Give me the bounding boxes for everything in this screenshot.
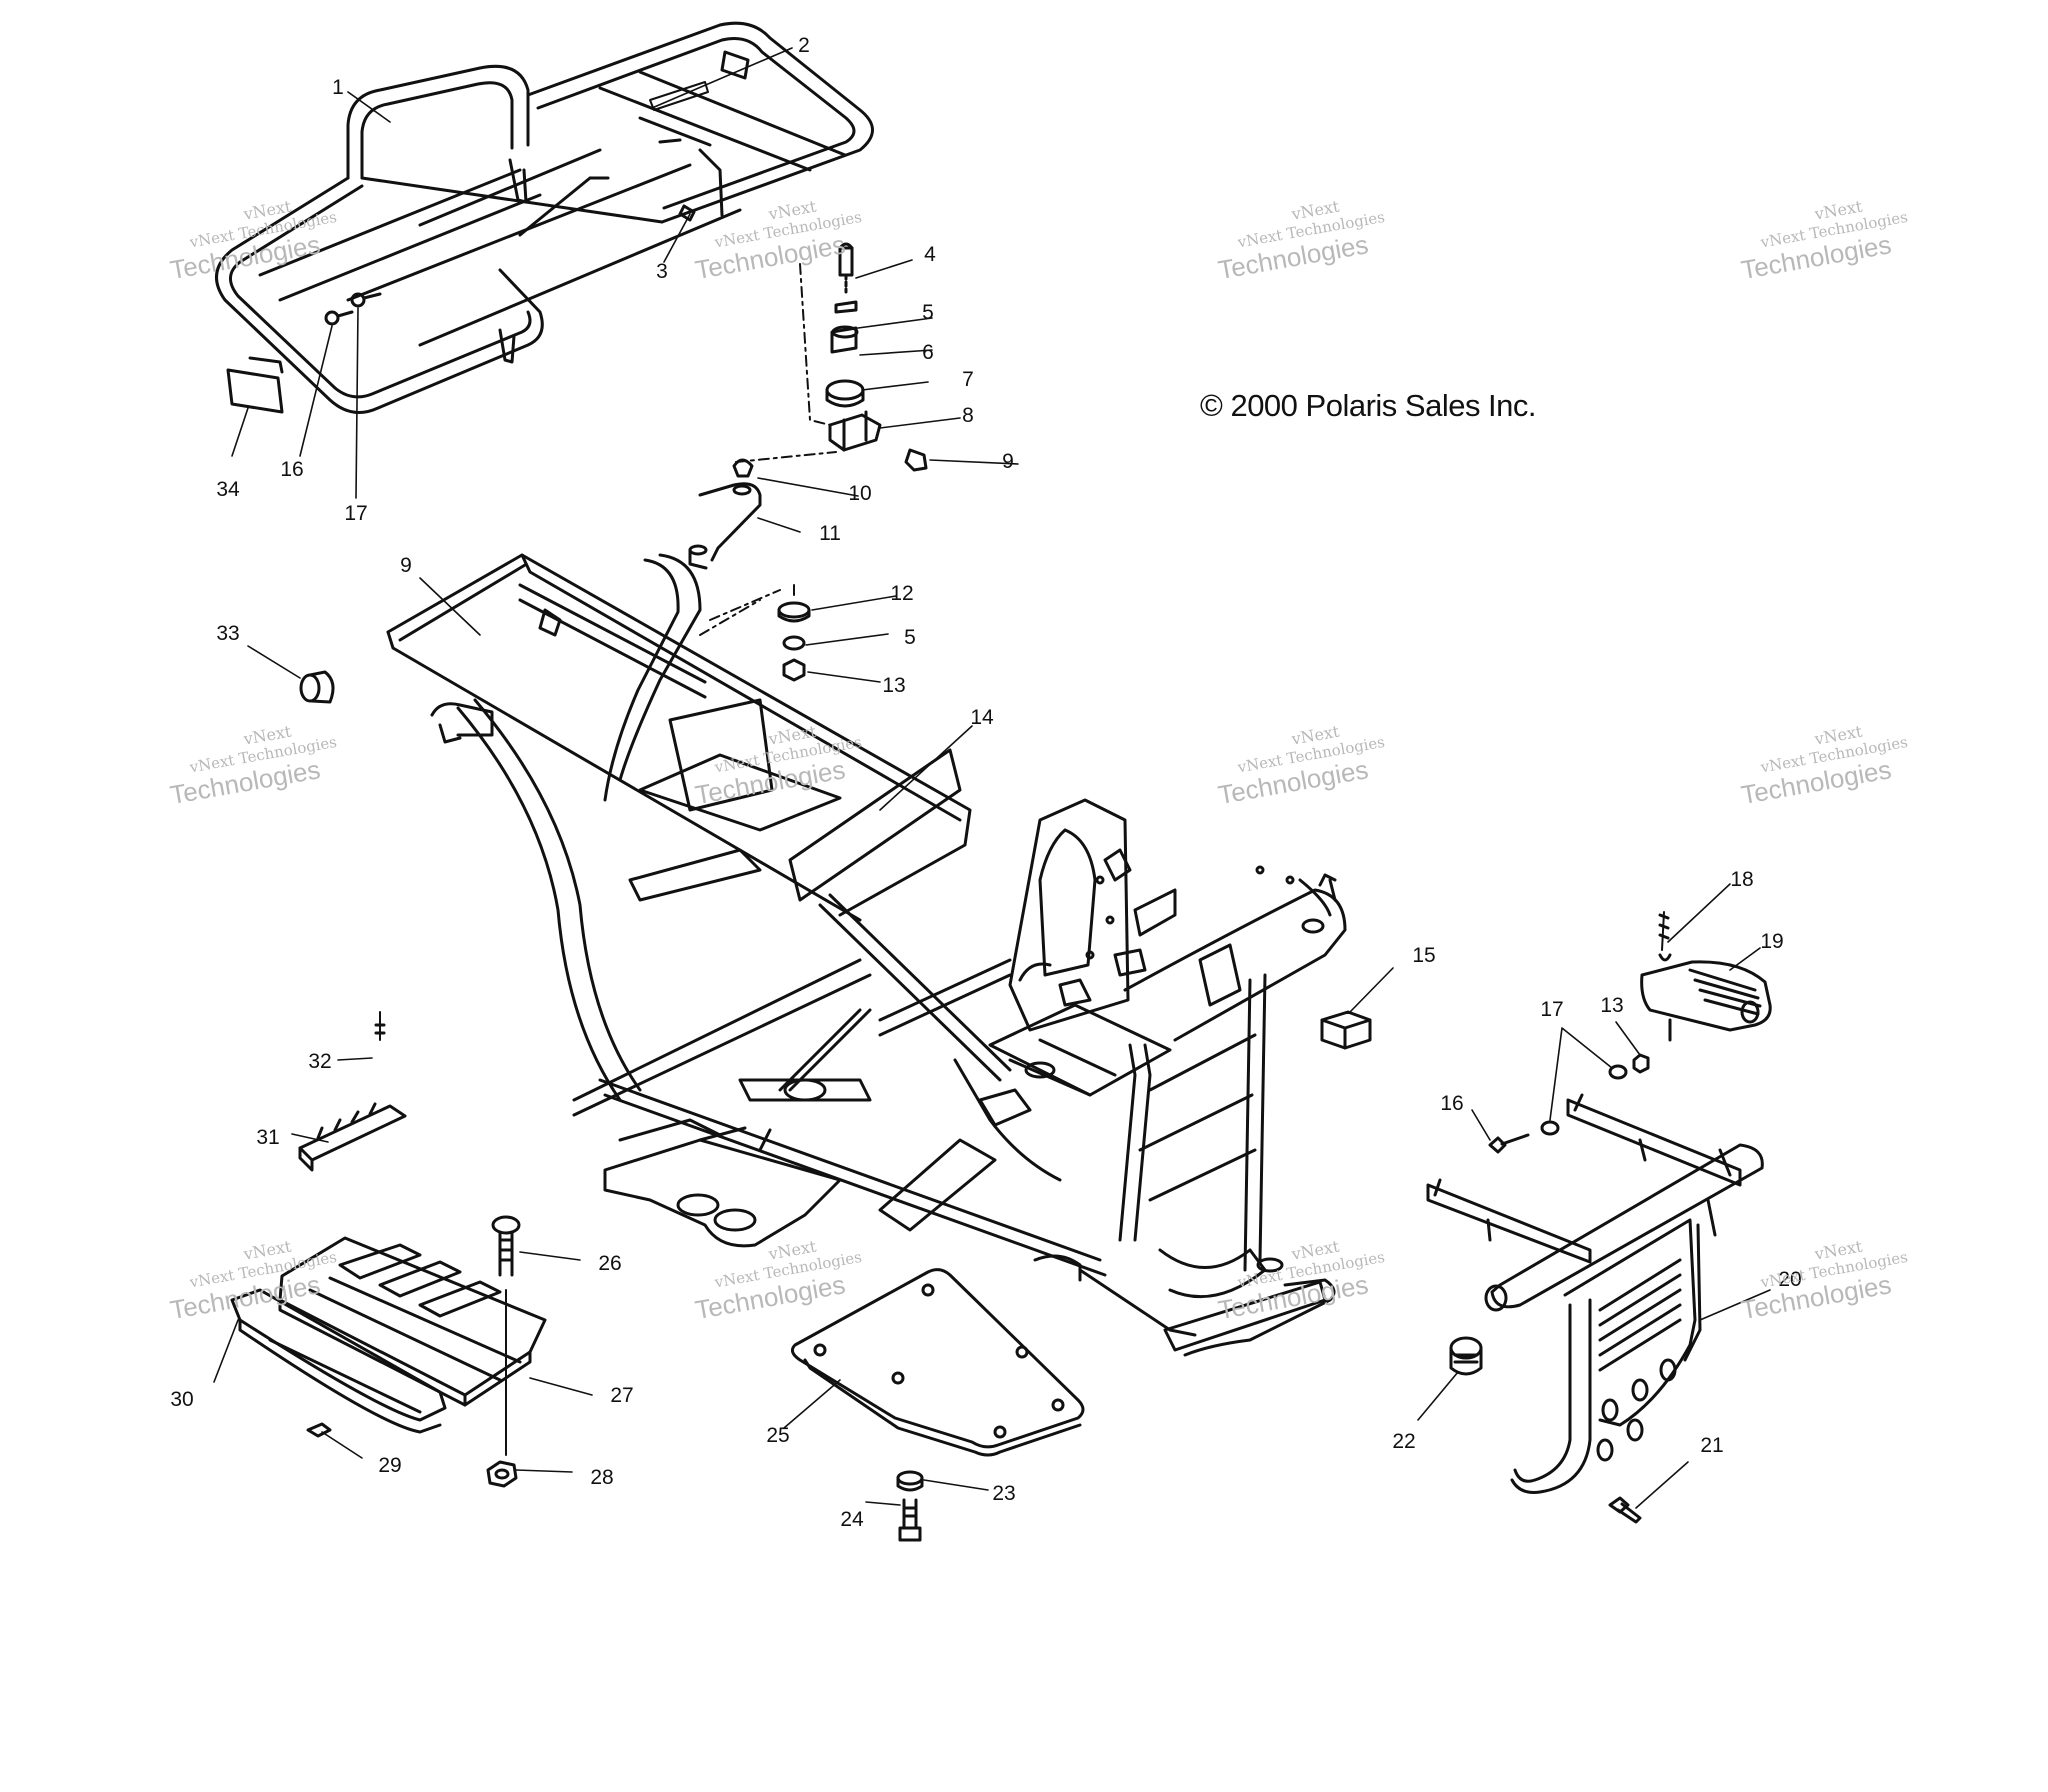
callout-25: 25 bbox=[766, 1424, 790, 1447]
skid-plate-25 bbox=[790, 1268, 1085, 1457]
screw-29 bbox=[306, 1422, 332, 1438]
callout-15: 15 bbox=[1412, 944, 1436, 967]
callout-13: 13 bbox=[882, 674, 906, 697]
hardware-17-13-16 bbox=[1488, 1053, 1650, 1154]
washer-23 bbox=[896, 1470, 924, 1492]
bracket-31 bbox=[298, 1102, 407, 1172]
callout-17: 17 bbox=[344, 502, 368, 525]
callout-27: 27 bbox=[610, 1384, 634, 1407]
callout-12: 12 bbox=[890, 582, 914, 605]
callout-26: 26 bbox=[598, 1252, 622, 1275]
callout-9: 9 bbox=[1002, 450, 1014, 473]
bolt-16-rack bbox=[324, 292, 382, 326]
callout-24: 24 bbox=[840, 1508, 864, 1531]
hardware-12-5-13 bbox=[699, 584, 811, 682]
callout-13-front: 13 bbox=[1600, 994, 1624, 1017]
callout-7: 7 bbox=[962, 368, 974, 391]
bolt-21 bbox=[1608, 1496, 1642, 1524]
callout-6: 6 bbox=[922, 341, 934, 364]
callout-18: 18 bbox=[1730, 868, 1754, 891]
footrest-19 bbox=[1640, 960, 1772, 1042]
callout-11: 11 bbox=[819, 522, 841, 545]
callout-4: 4 bbox=[924, 243, 936, 266]
callout-3: 3 bbox=[656, 260, 668, 283]
main-frame bbox=[386, 553, 1347, 1357]
callout-23: 23 bbox=[992, 1482, 1016, 1505]
reflector-34 bbox=[226, 356, 284, 414]
nerf-bar-30 bbox=[230, 1288, 447, 1434]
callout-29: 29 bbox=[378, 1454, 402, 1477]
callout-32: 32 bbox=[308, 1050, 332, 1073]
callout-14: 14 bbox=[970, 706, 994, 729]
pin-32 bbox=[374, 1011, 386, 1041]
bolt-26 bbox=[491, 1215, 521, 1277]
leader-lines bbox=[213, 47, 1771, 1509]
callout-5: 5 bbox=[922, 301, 934, 324]
callout-31: 31 bbox=[256, 1126, 280, 1149]
rear-rack bbox=[215, 21, 874, 414]
callout-20: 20 bbox=[1778, 1268, 1802, 1291]
callout-1: 1 bbox=[332, 76, 344, 99]
callout-2: 2 bbox=[798, 34, 810, 57]
bolt-24 bbox=[898, 1498, 922, 1542]
block-15 bbox=[1320, 1010, 1372, 1050]
callout-10: 10 bbox=[848, 482, 872, 505]
callout-33: 33 bbox=[216, 622, 240, 645]
callout-16: 16 bbox=[280, 458, 304, 481]
front-bumper-20 bbox=[1426, 1093, 1764, 1494]
callout-19: 19 bbox=[1760, 930, 1784, 953]
grommet-22 bbox=[1449, 1336, 1483, 1376]
callout-21: 21 bbox=[1700, 1434, 1724, 1457]
callout-8: 8 bbox=[962, 404, 974, 427]
nut-28 bbox=[486, 1289, 518, 1488]
cap-33 bbox=[299, 670, 335, 704]
callout-5-lower: 5 bbox=[904, 626, 916, 649]
callout-16-front: 16 bbox=[1440, 1092, 1464, 1115]
callout-34: 34 bbox=[216, 478, 240, 501]
rack-mount-hardware bbox=[678, 204, 928, 570]
callout-22: 22 bbox=[1392, 1430, 1416, 1453]
cotter-pin-18 bbox=[1658, 911, 1672, 962]
callout-28: 28 bbox=[590, 1466, 614, 1489]
callout-9-frame: 9 bbox=[400, 554, 412, 577]
callout-30: 30 bbox=[170, 1388, 194, 1411]
callout-17-front: 17 bbox=[1540, 998, 1564, 1021]
copyright-notice: © 2000 Polaris Sales Inc. bbox=[1200, 388, 1537, 423]
